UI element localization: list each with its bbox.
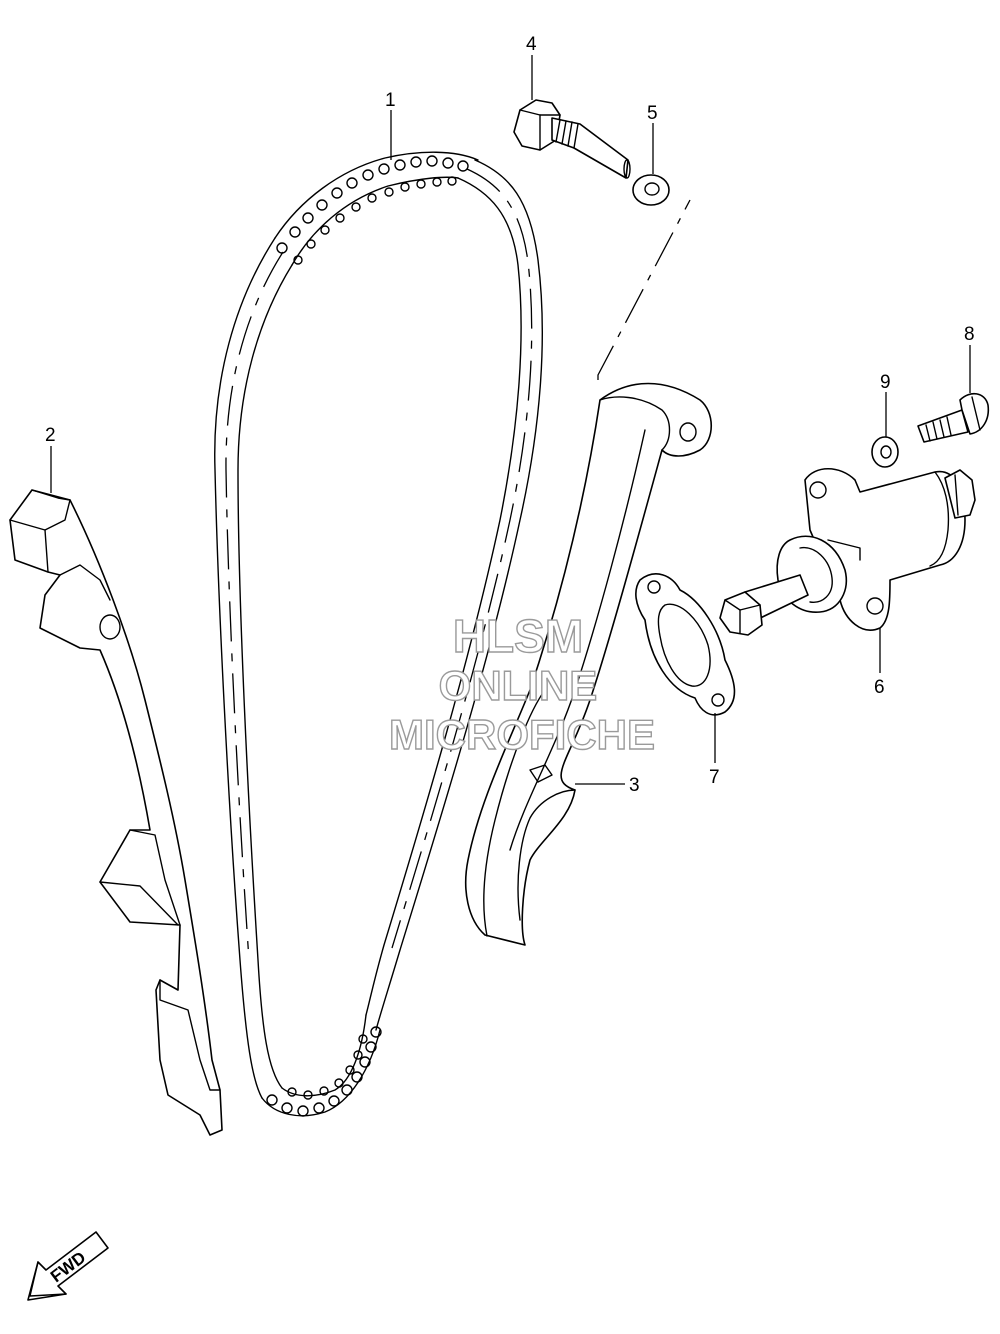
leader-lines — [50, 55, 971, 785]
callout-2: 2 — [45, 425, 56, 446]
washer — [632, 174, 670, 206]
cam-chain — [214, 151, 544, 1117]
watermark: HLSM ONLINE MICROFICHE — [388, 609, 655, 758]
callout-9: 9 — [880, 372, 891, 393]
chain-links-bottom — [261, 1014, 382, 1117]
watermark-line-2: ONLINE — [439, 662, 598, 709]
cam-chain-tensioner-assy — [719, 468, 976, 636]
watermark-line-3: MICROFICHE — [389, 711, 655, 758]
callout-5: 5 — [647, 103, 658, 124]
callout-4: 4 — [526, 34, 537, 55]
cam-chain-guide-no2 — [9, 489, 223, 1136]
tensioner-bolt — [917, 392, 990, 443]
watermark-line-1: HLSM — [453, 610, 583, 662]
callout-8: 8 — [964, 324, 975, 345]
tensioner-gasket — [635, 573, 736, 716]
callout-3: 3 — [629, 775, 640, 796]
forward-direction-arrow: FWD — [27, 1231, 109, 1301]
bolt-washer — [871, 436, 899, 468]
cam-chain-tensioner-arm — [465, 199, 712, 946]
chain-links-top — [274, 151, 479, 266]
callout-6: 6 — [874, 677, 885, 698]
callout-7: 7 — [709, 767, 720, 788]
callout-1: 1 — [385, 90, 396, 111]
callouts: 1 2 3 4 5 6 7 8 9 — [45, 34, 975, 796]
pivot-bolt — [513, 99, 631, 179]
